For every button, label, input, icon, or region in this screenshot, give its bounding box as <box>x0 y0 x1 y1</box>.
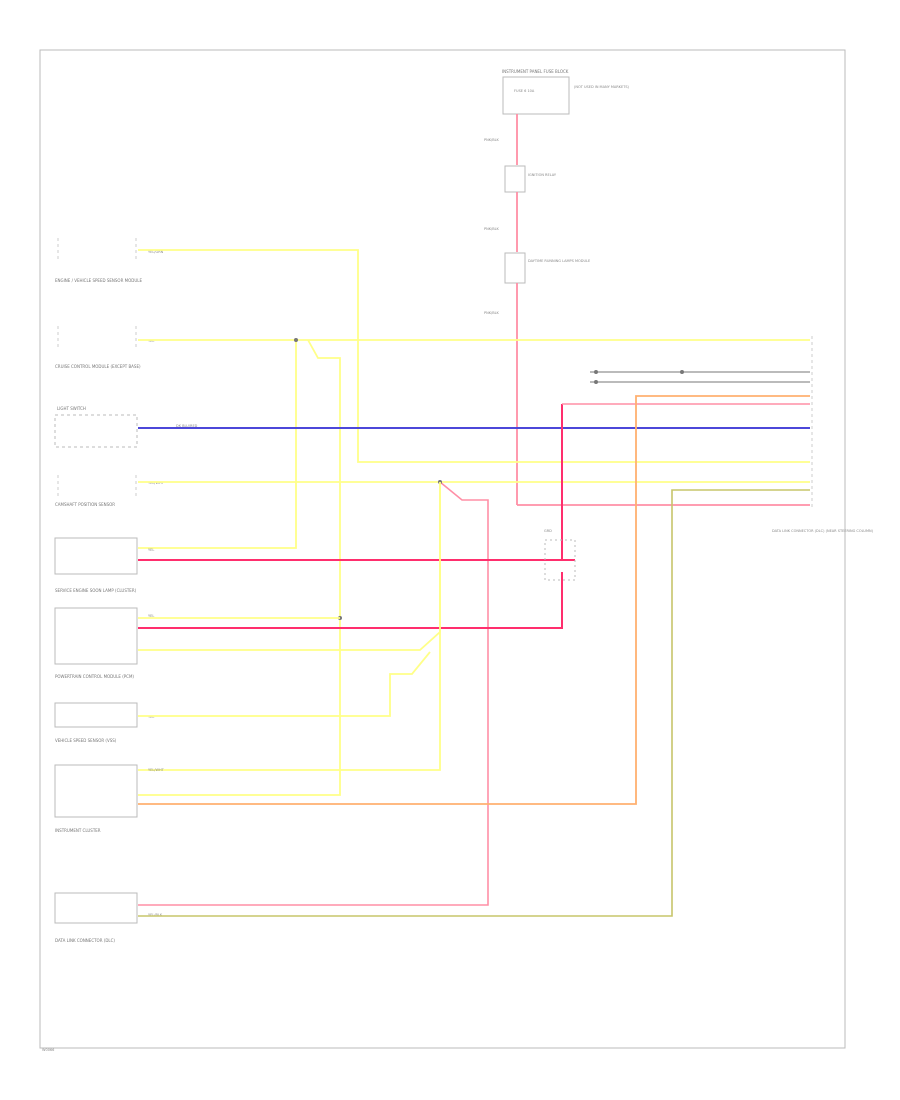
wire-olive <box>138 489 810 917</box>
wire-orange <box>138 395 810 805</box>
wire-yel-wht-cross <box>138 481 489 906</box>
component-7-wire: YEL <box>148 715 154 719</box>
component-7-name: VEHICLE SPEED SENSOR (VSS) <box>55 738 117 743</box>
component-7-box <box>54 702 138 728</box>
component-9-name: DATA LINK CONNECTOR (DLC) <box>55 938 115 943</box>
component-1-name: ENGINE / VEHICLE SPEED SENSOR MODULE <box>55 278 142 283</box>
fuse-block-title: INSTRUMENT PANEL FUSE BLOCK <box>502 69 569 74</box>
fuse-label: FUSE 6 10A <box>514 89 535 93</box>
diagram-frame <box>39 49 846 1049</box>
splice-4 <box>594 370 598 374</box>
feed-wire-label-3: PNK/BLK <box>484 311 500 315</box>
feed-wire-label-2: PNK/BLK <box>484 227 500 231</box>
splice-1 <box>294 338 298 342</box>
connector-title: DATA LINK CONNECTOR (DLC) (NEAR STEERING… <box>772 529 874 533</box>
splice-pack-box <box>544 539 576 581</box>
feed-wire-label-1: PNK/BLK <box>484 138 500 142</box>
ground-label: GRD <box>544 529 552 533</box>
wire-yel-branch-b <box>138 339 341 796</box>
wire-yel-branch-a <box>138 340 297 549</box>
ignition-relay-label: IGNITION RELAY <box>528 173 557 177</box>
ignition-relay-box <box>504 165 526 193</box>
wire-yel-pcm-2 <box>138 482 441 651</box>
wire-yel-grn <box>138 249 810 463</box>
component-8-box <box>54 764 138 818</box>
component-8-name: INSTRUMENT CLUSTER <box>55 828 101 833</box>
splice-6 <box>680 370 684 374</box>
wire-yel-wht-drop <box>138 482 441 771</box>
wire-yel-vss <box>138 651 431 717</box>
component-9-box <box>54 892 138 924</box>
component-6-wire: YEL <box>148 614 154 618</box>
component-4-wire: YEL/WHT <box>148 481 165 485</box>
corner-code: W0066 <box>42 1048 54 1052</box>
component-8-wire: YEL/WHT <box>148 768 165 772</box>
component-3-wire: DK BLU/RED <box>176 424 198 428</box>
wire-red-pcm <box>138 572 563 629</box>
component-3-box <box>54 414 138 448</box>
component-5-name: SERVICE ENGINE SOON LAMP (CLUSTER) <box>55 588 137 593</box>
component-2-name: CRUISE CONTROL MODULE (EXCEPT BASE) <box>55 364 141 369</box>
drl-module-box <box>504 252 526 284</box>
component-1-wire: YEL/GRN <box>148 250 164 254</box>
component-6-name: POWERTRAIN CONTROL MODULE (PCM) <box>55 674 134 679</box>
component-6-box <box>54 607 138 665</box>
drl-module-label: DAYTIME RUNNING LAMPS MODULE <box>528 259 590 263</box>
component-3-name: LIGHT SWITCH <box>57 406 86 411</box>
component-9-wire: YEL/BLK <box>148 913 163 917</box>
component-2-wire: YEL <box>148 339 154 343</box>
fuse-note: (NOT USED IN MANY MARKETS) <box>574 85 630 89</box>
fuse-block-box <box>502 76 570 115</box>
component-4-name: CAMSHAFT POSITION SENSOR <box>55 502 115 507</box>
component-5-box <box>54 537 138 575</box>
component-5-wire: YEL <box>148 548 154 552</box>
splice-5 <box>594 380 598 384</box>
